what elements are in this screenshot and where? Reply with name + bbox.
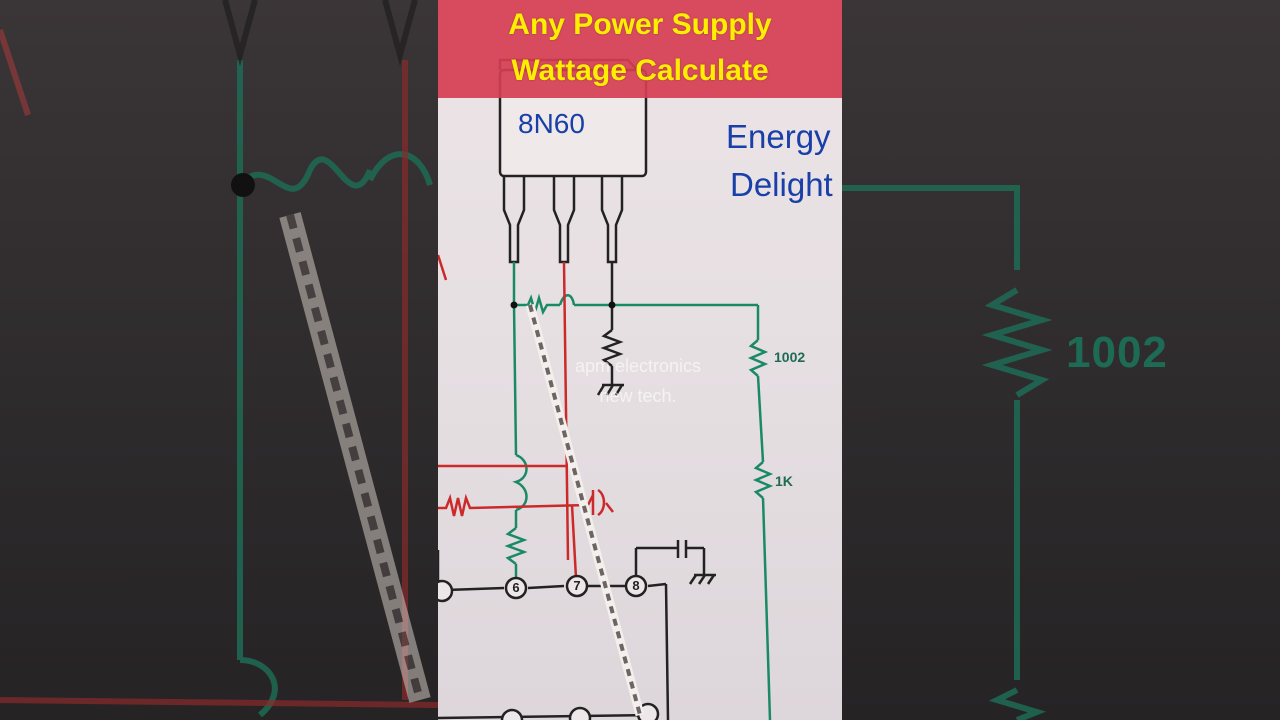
resistor-label-1002: 1002 <box>774 349 806 365</box>
video-frame: Any Power Supply Wattage Calculate 8N60 … <box>438 0 842 720</box>
blurred-background-right: 1002 <box>842 0 1280 720</box>
blurred-background-left <box>0 0 438 720</box>
ic-pin-6: 6 <box>512 580 520 595</box>
blurred-circuit-right <box>842 185 1053 720</box>
video-title-line-1: Any Power Supply <box>508 8 772 41</box>
title-banner: Any Power Supply Wattage Calculate <box>438 0 842 98</box>
video-title-line-2: Wattage Calculate <box>511 54 769 87</box>
resistor-label-1k: 1K <box>775 473 793 489</box>
brand-line-2: Delight <box>730 166 833 203</box>
blurred-resistor-label: 1002 <box>1066 328 1168 377</box>
pointer-stick <box>525 303 645 717</box>
watermark-line-2: new tech. <box>599 386 677 406</box>
blurred-circuit-left <box>0 0 438 718</box>
watermark-line-1: apm electronics <box>574 356 702 376</box>
mosfet-label: 8N60 <box>518 108 585 139</box>
brand-line-1: Energy <box>726 118 831 155</box>
ic-pin-7: 7 <box>573 578 581 593</box>
ic-pin-8: 8 <box>632 578 640 593</box>
